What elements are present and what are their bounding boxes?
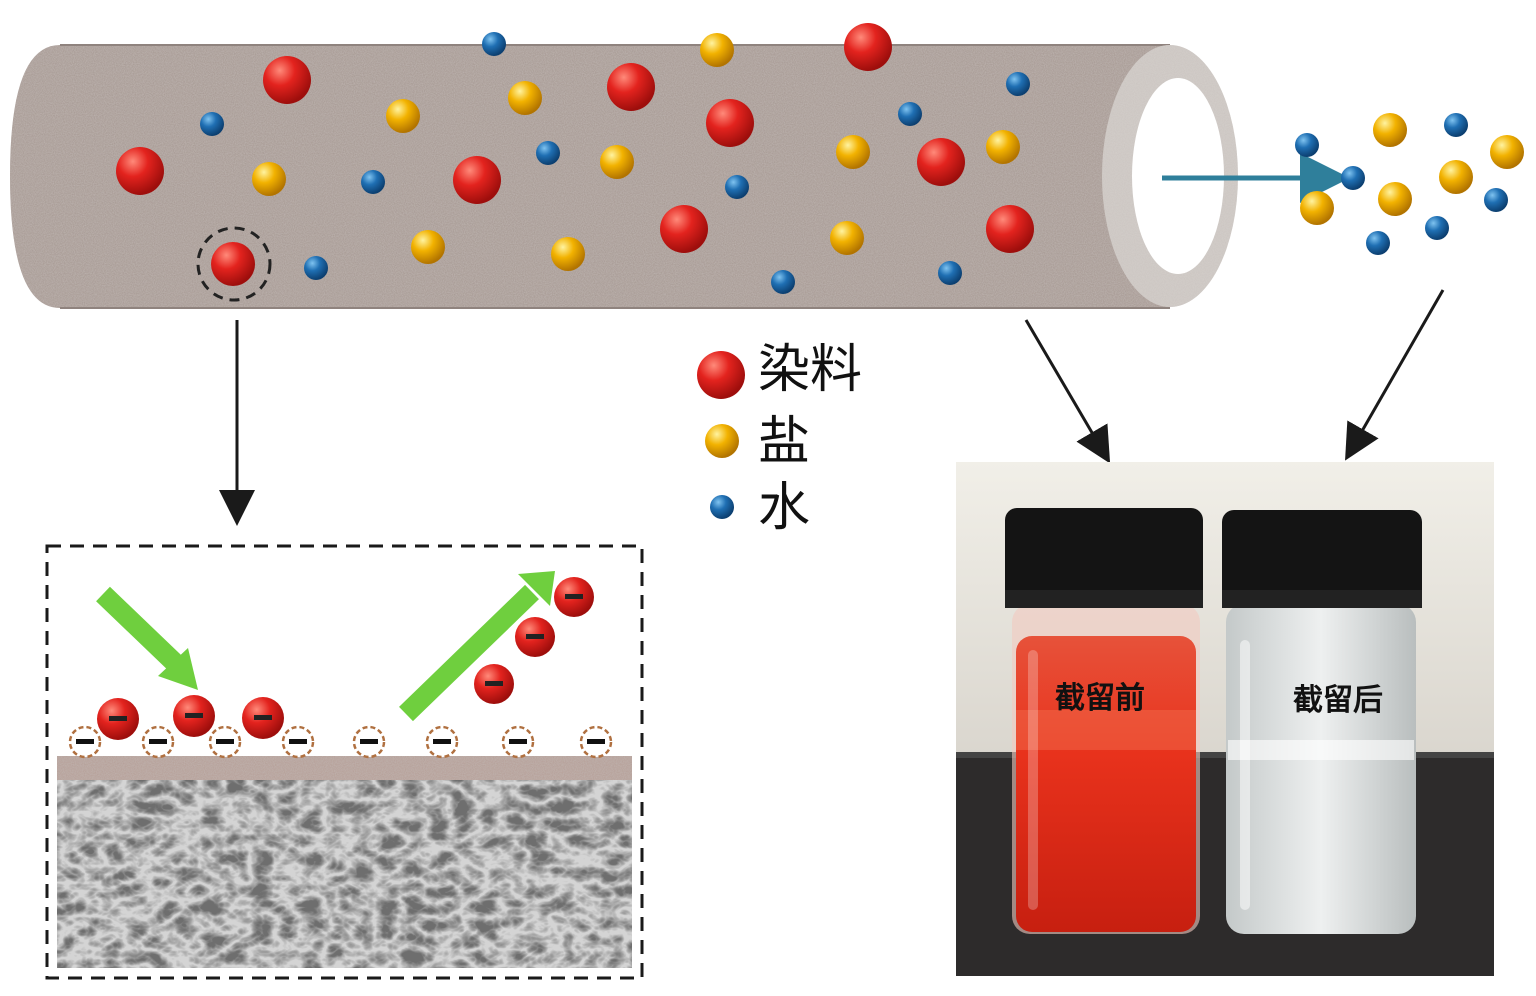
salt-particle — [836, 135, 870, 169]
legend-dye-label: 染料 — [758, 340, 863, 400]
negative-charge — [579, 725, 613, 759]
salt-particle — [986, 130, 1020, 164]
legend-water-icon — [710, 495, 734, 519]
dye-anion — [97, 698, 139, 740]
vial-before-cap-rim — [1005, 590, 1203, 608]
legend-salt-icon — [705, 424, 739, 458]
dye-particle — [917, 138, 965, 186]
salt-particle — [551, 237, 585, 271]
vial-after-cap — [1222, 510, 1422, 608]
water-particle — [1295, 133, 1319, 157]
dye-particle — [607, 63, 655, 111]
dye-particle — [263, 56, 311, 104]
dye-particle — [706, 99, 754, 147]
salt-particle — [700, 33, 734, 67]
dye-anion — [515, 617, 555, 657]
water-particle — [304, 256, 328, 280]
legend — [697, 351, 745, 519]
salt-particle — [252, 162, 286, 196]
highlight-circle — [196, 226, 272, 302]
vial-after-liquid-line — [1228, 740, 1414, 760]
vial-before-meniscus — [1016, 710, 1196, 750]
vial-before-highlight — [1028, 650, 1038, 910]
repulsion-arrow — [399, 571, 555, 722]
vial-after-label: 截留后 — [1293, 683, 1383, 718]
negative-charge — [501, 725, 535, 759]
vial-before: 截留前 — [1005, 508, 1203, 934]
legend-salt-label: 盐 — [758, 412, 811, 472]
surface-charges — [68, 725, 613, 759]
salt-particle — [1373, 113, 1407, 147]
negative-charge — [208, 725, 242, 759]
dye-anion — [554, 577, 594, 617]
vial-after-highlight — [1240, 640, 1250, 910]
salt-particle — [1490, 135, 1524, 169]
dye-particle — [986, 205, 1034, 253]
permeate-salt — [1300, 113, 1524, 225]
substrate-fibers — [57, 778, 632, 968]
vial-after-cap-rim — [1222, 590, 1422, 608]
water-particle — [898, 102, 922, 126]
salt-particle — [1300, 191, 1334, 225]
legend-dye-icon — [697, 351, 745, 399]
water-particle — [938, 261, 962, 285]
permeate-water — [1295, 113, 1508, 255]
pointer-arrows — [219, 289, 1445, 526]
water-particle — [536, 141, 560, 165]
dye-anions — [97, 577, 594, 740]
dye-anion — [474, 664, 514, 704]
salt-particles — [252, 33, 1020, 271]
water-particle — [1425, 216, 1449, 240]
tube-particles — [116, 23, 1034, 302]
negative-charge — [141, 725, 175, 759]
table-edge — [956, 752, 1494, 758]
water-particle — [1444, 113, 1468, 137]
salt-particle — [386, 99, 420, 133]
vials-photo: 截留前 截留后 — [956, 462, 1494, 976]
dye-particle — [211, 242, 255, 286]
negative-charge — [352, 725, 386, 759]
salt-particle — [1439, 160, 1473, 194]
negative-charge — [68, 725, 102, 759]
surface-inset — [45, 544, 644, 980]
dye-anion — [242, 697, 284, 739]
negative-charge — [425, 725, 459, 759]
salt-particle — [411, 230, 445, 264]
water-particles — [200, 32, 1030, 294]
vial-before-cap — [1005, 508, 1203, 608]
vial-after: 截留后 — [1222, 510, 1422, 934]
dye-particle — [660, 205, 708, 253]
dye-particle — [453, 156, 501, 204]
dye-particles — [116, 23, 1034, 286]
dye-particle — [116, 147, 164, 195]
approach-arrow — [96, 586, 198, 690]
water-particle — [771, 270, 795, 294]
water-particle — [200, 112, 224, 136]
legend-water-label: 水 — [758, 478, 811, 538]
arrow-to-before-vial — [1024, 319, 1111, 464]
water-particle — [361, 170, 385, 194]
negative-charge — [281, 725, 315, 759]
arrow-to-after-vial — [1345, 289, 1445, 461]
salt-particle — [1378, 182, 1412, 216]
vial-before-label: 截留前 — [1055, 681, 1145, 716]
water-particle — [725, 175, 749, 199]
water-particle — [1006, 72, 1030, 96]
permeate-stream — [1162, 113, 1524, 255]
water-particle — [1366, 231, 1390, 255]
tube-texture — [10, 45, 1170, 308]
vial-after-glass — [1226, 604, 1416, 934]
selective-layer-texture — [57, 756, 632, 780]
water-particle — [482, 32, 506, 56]
water-particle — [1484, 188, 1508, 212]
salt-particle — [830, 221, 864, 255]
dye-anion — [173, 695, 215, 737]
water-particle — [1341, 166, 1365, 190]
salt-particle — [600, 145, 634, 179]
salt-particle — [508, 81, 542, 115]
dye-particle — [844, 23, 892, 71]
